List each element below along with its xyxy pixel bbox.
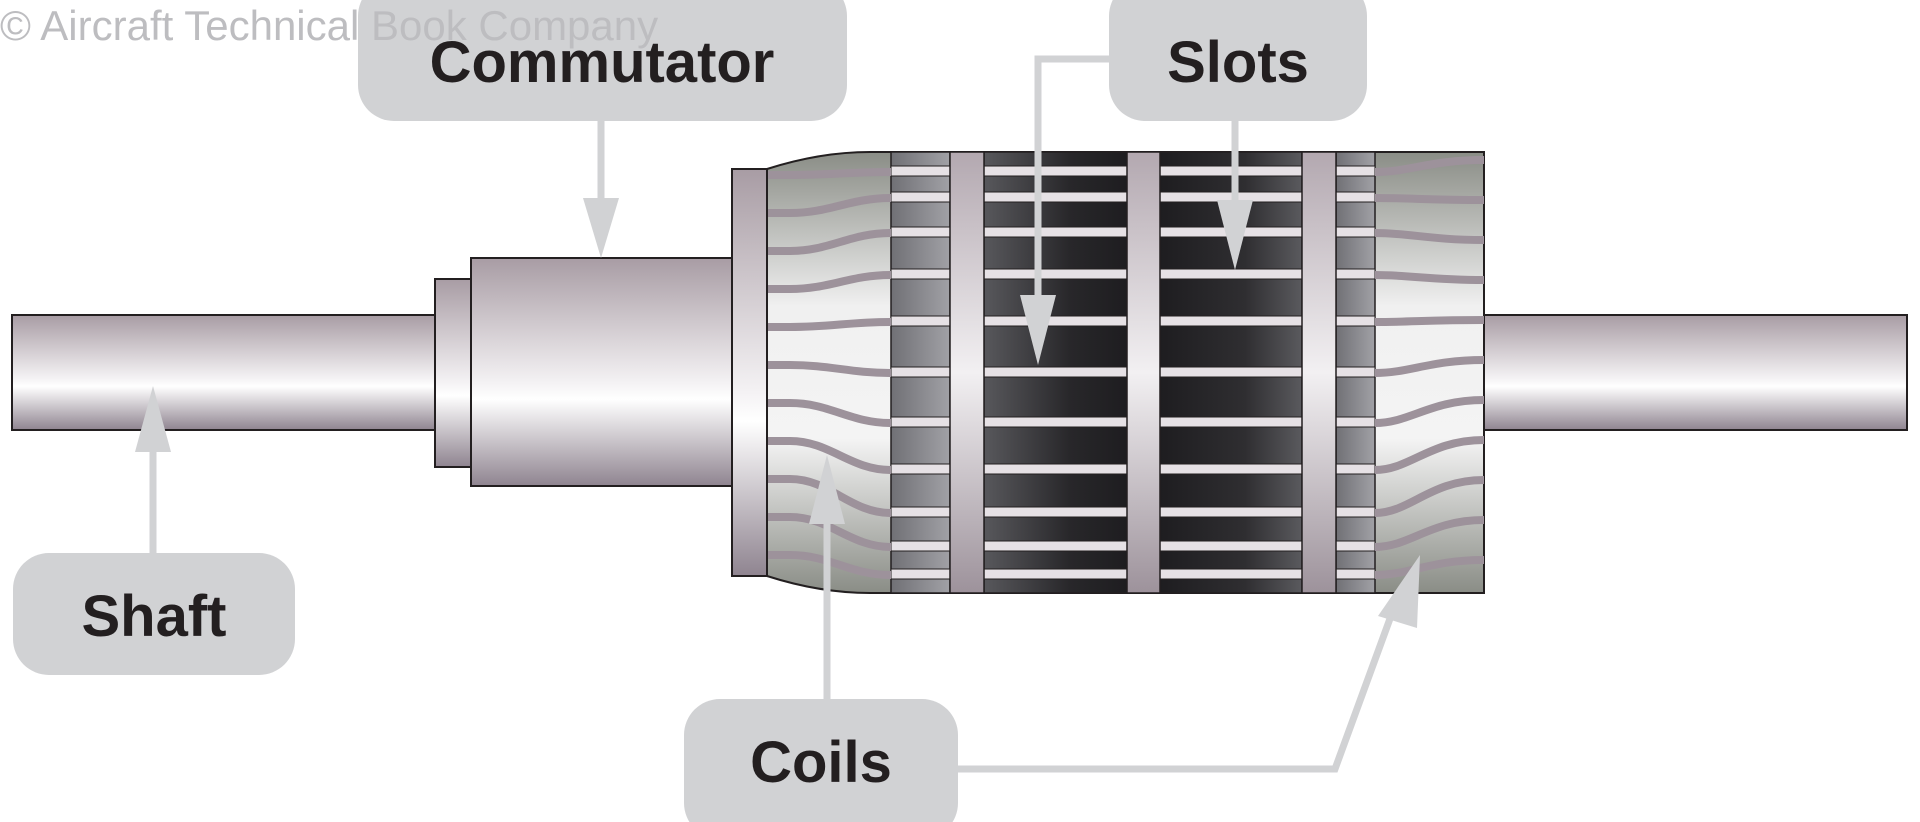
coil-winding [1374,194,1485,204]
slot-rib [983,416,1128,428]
slot-rib [983,540,1128,552]
slot-rib [983,191,1128,203]
slot-rib [1159,540,1303,552]
coil-winding [767,513,892,551]
coil-winding [767,168,892,179]
slot-rib [890,315,951,327]
commutator-label-text: Commutator [430,30,775,95]
slot-rib [983,463,1128,475]
coil-winding [767,318,892,331]
slot-rib [1159,268,1303,280]
slot-rib [983,165,1128,177]
slot-rib [890,463,951,475]
slot-rib [890,540,951,552]
coil-winding [1374,356,1485,377]
slots-label-text: Slots [1167,30,1309,95]
coil-winding [1374,271,1485,284]
slot-rib [1335,226,1376,238]
commutator-arrowhead-icon [583,198,619,258]
coil-winding [1374,316,1485,326]
slot-rib [1159,315,1303,327]
commutator-label: Commutator [358,0,847,121]
slot-rib [890,191,951,203]
coil-winding [767,399,892,427]
slot-rib [1159,568,1303,580]
coil-winding [767,271,892,293]
slot-rib [890,506,951,518]
coil-winding [1374,396,1485,427]
slot-rib [983,366,1128,378]
slot-rib [890,366,951,378]
commutator-body [470,257,733,487]
slot-rib [1335,416,1376,428]
slot-rib [1159,165,1303,177]
slot-rib [1335,540,1376,552]
slot-rib [983,568,1128,580]
slots-label: Slots [1109,0,1367,121]
slot-rib [1159,463,1303,475]
slots-arrowhead-icon [1217,200,1253,270]
coil-winding [767,437,892,474]
coils-arrowhead-icon [1378,555,1420,628]
shaft-label-text: Shaft [82,584,227,649]
slot-rib [983,506,1128,518]
slot-rib [890,165,951,177]
coil-winding [1374,476,1485,517]
slot-rib [1335,506,1376,518]
commutator-collar [434,278,472,468]
coil-winding [1374,556,1485,579]
coil-winding [767,229,892,255]
coil-winding [1374,436,1485,474]
slot-rib [1335,366,1376,378]
slot-rib [983,268,1128,280]
slot-rib [1335,268,1376,280]
slots-arrowhead-icon [1020,295,1056,365]
slot-rib [983,226,1128,238]
watermark-text: © Aircraft Technical Book Company [0,2,658,49]
armature-core [731,151,1485,594]
coil-winding [767,194,892,217]
coils-arrow-line-2 [958,603,1399,773]
slot-rib [890,416,951,428]
slot-rib [890,268,951,280]
shaft-left [11,314,436,431]
slot-rib [890,568,951,580]
slots-arrow-line-1 [1034,55,1109,320]
coil-winding [767,551,892,579]
coil-winding [1374,516,1485,551]
slot-rib [1159,366,1303,378]
slot-rib [1159,416,1303,428]
slot-rib [1335,165,1376,177]
slot-rib [1159,506,1303,518]
coil-winding [1374,229,1485,244]
coils-label-text: Coils [750,730,892,795]
slot-rib [1335,568,1376,580]
coils-arrowhead-icon [809,455,845,524]
slot-rib [1335,191,1376,203]
shaft-label: Shaft [13,553,295,675]
coil-winding [1374,156,1485,176]
shaft-arrowhead-icon [135,386,171,452]
coil-winding [767,361,892,377]
slot-rib [983,315,1128,327]
slot-rib [890,226,951,238]
slot-rib [1335,463,1376,475]
slot-rib [1335,315,1376,327]
shaft-right [1483,314,1908,431]
coils-label: Coils [684,699,958,822]
